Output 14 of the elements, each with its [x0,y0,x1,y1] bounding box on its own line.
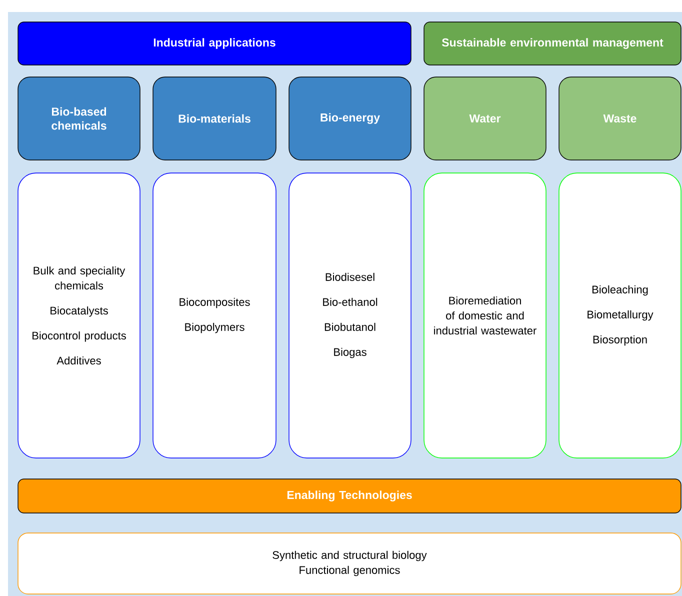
category-box: Bio-materials [152,76,276,160]
item-list-box: Synthetic and structural biology Functional genomics [18,532,682,594]
item-list-box: Biodisesel Bio-ethanol Biobutanol Biogas [288,172,412,458]
category-box: Bio-energy [288,76,412,160]
category-box: Bio-based chemicals [18,76,140,160]
item-list-box: Biocomposites Biopolymers [152,172,276,458]
header-bar: Industrial applications [18,22,412,66]
category-box: Water [424,76,546,160]
item-list-box: Bulk and speciality chemicals Biocatalysts Biocontrol products Additives [18,172,140,458]
item-list-box: Bioleaching Biometallurgy Biosorption [558,172,682,458]
header-bar: Enabling Technologies [18,478,682,514]
category-box: Waste [558,76,682,160]
item-list-box: Bioremediation of domestic and industrial wastewater [424,172,546,458]
header-bar: Sustainable environmental management [424,22,682,66]
